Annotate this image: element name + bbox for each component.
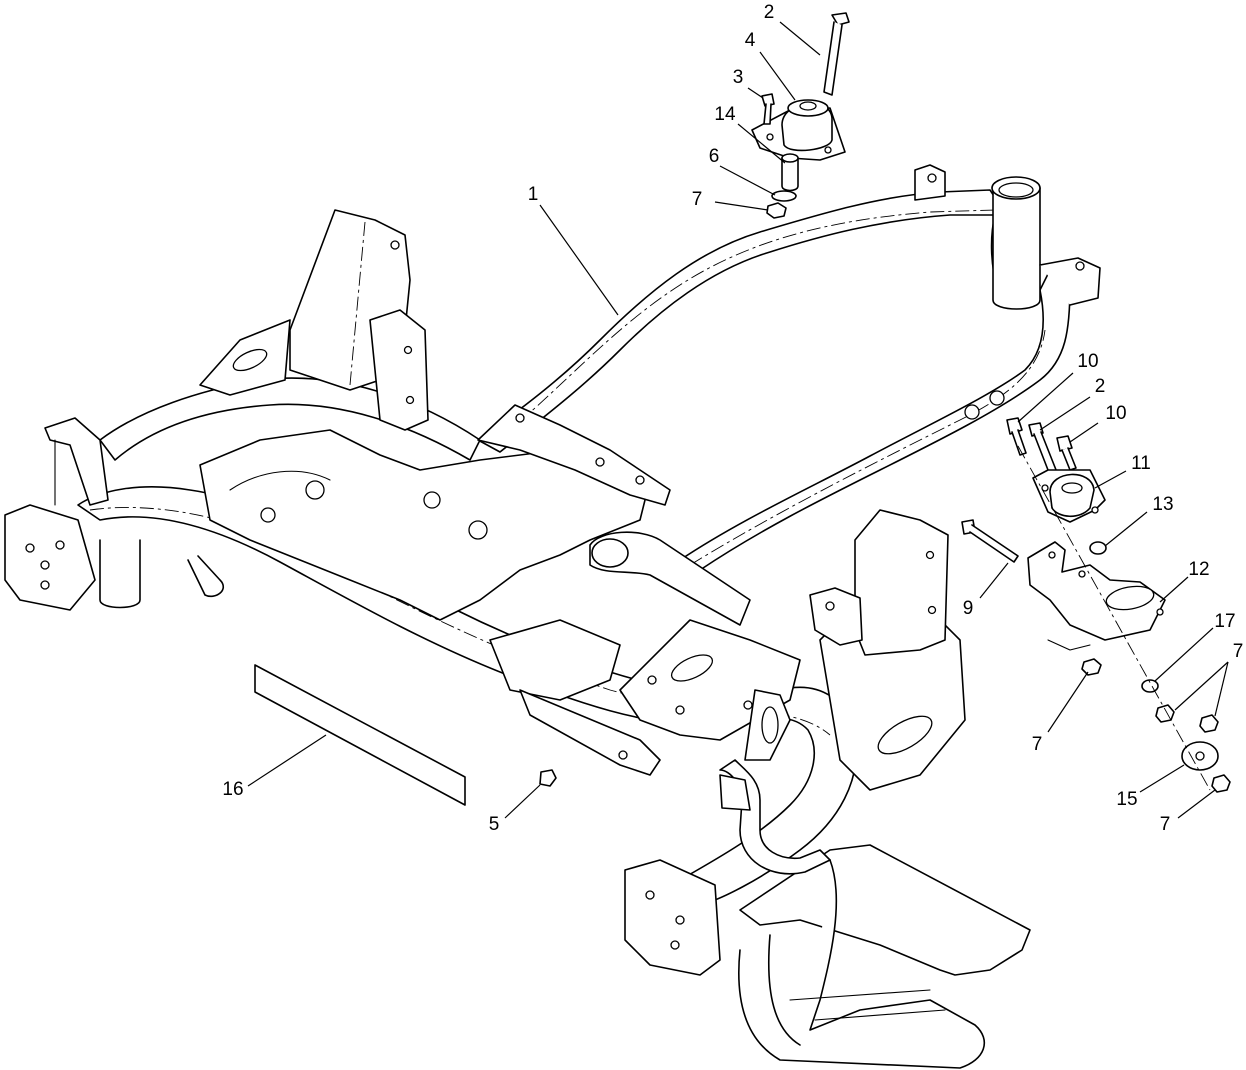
- callout-9: 9: [963, 598, 974, 619]
- callout-10-right: 10: [1105, 403, 1126, 424]
- callout-4: 4: [745, 30, 756, 51]
- callout-11: 11: [1131, 453, 1151, 474]
- right-mount-assembly: [961, 417, 1231, 793]
- callout-3: 3: [733, 67, 744, 88]
- callout-12: 12: [1188, 559, 1209, 580]
- callout-16: 16: [222, 779, 243, 800]
- callout-2-right: 2: [1095, 376, 1106, 397]
- callout-5: 5: [489, 814, 500, 835]
- callout-13: 13: [1152, 494, 1173, 515]
- callout-7-mid: 7: [1032, 734, 1043, 755]
- nut-part-5: [539, 769, 557, 787]
- foam-strip-part-16: [254, 664, 466, 806]
- callout-7-right-upper: 7: [1233, 641, 1244, 662]
- callout-7-top: 7: [692, 189, 703, 210]
- leader-lines: [247, 21, 1229, 819]
- callout-17: 17: [1214, 611, 1235, 632]
- main-frame: [4, 164, 1101, 1069]
- callout-15: 15: [1116, 789, 1137, 810]
- callout-7-bottom: 7: [1160, 814, 1171, 835]
- callout-10-left: 10: [1077, 351, 1098, 372]
- callout-6: 6: [709, 146, 720, 167]
- callout-2-top: 2: [764, 2, 775, 23]
- upper-mount-assembly: [751, 12, 850, 219]
- callout-labels: 1 2 4 3 14 6 7 16 5 10 2 10 11 13 9 12 1…: [222, 2, 1243, 835]
- callout-14: 14: [714, 104, 736, 125]
- callout-1: 1: [528, 184, 539, 205]
